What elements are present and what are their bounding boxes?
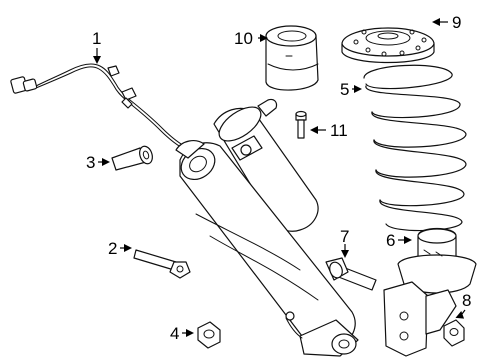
callout-10-arrow — [260, 34, 268, 42]
callout-6-arrow — [404, 236, 412, 244]
bolt-2 — [133, 249, 191, 279]
bump-stop — [111, 145, 153, 171]
callout-11: 11 — [330, 121, 348, 140]
callout-10: 10 — [234, 29, 253, 48]
callout-7: 7 — [340, 227, 350, 246]
spring-insulator-pad — [341, 27, 435, 64]
callout-11-arrow — [310, 126, 318, 134]
coil-spring — [363, 64, 467, 232]
callout-2: 2 — [108, 239, 118, 258]
callout-8: 8 — [462, 291, 472, 310]
callout-5: 5 — [340, 80, 350, 99]
callout-9: 9 — [452, 13, 462, 32]
leader-lines — [93, 18, 466, 337]
nut-8 — [443, 319, 465, 347]
callout-1: 1 — [92, 29, 102, 48]
sensor-wire-harness — [10, 63, 189, 151]
callout-7-arrow — [341, 250, 349, 258]
top-mount-cover — [265, 25, 319, 91]
bolt-7 — [325, 257, 377, 291]
callout-8-arrow — [455, 311, 465, 319]
callout-6: 6 — [386, 231, 396, 250]
callout-3-arrow — [102, 158, 110, 166]
callout-3: 3 — [86, 153, 96, 172]
callout-4-arrow — [186, 329, 194, 337]
shock-absorber — [175, 98, 359, 357]
callout-5-arrow — [354, 85, 362, 93]
callout-2-arrow — [124, 244, 132, 252]
callout-4: 4 — [170, 324, 180, 343]
lower-spring-seat — [383, 227, 477, 357]
nut-4 — [197, 321, 221, 349]
bolt-11 — [295, 110, 307, 139]
callout-1-arrow — [93, 56, 101, 64]
callout-9-arrow — [432, 18, 440, 26]
